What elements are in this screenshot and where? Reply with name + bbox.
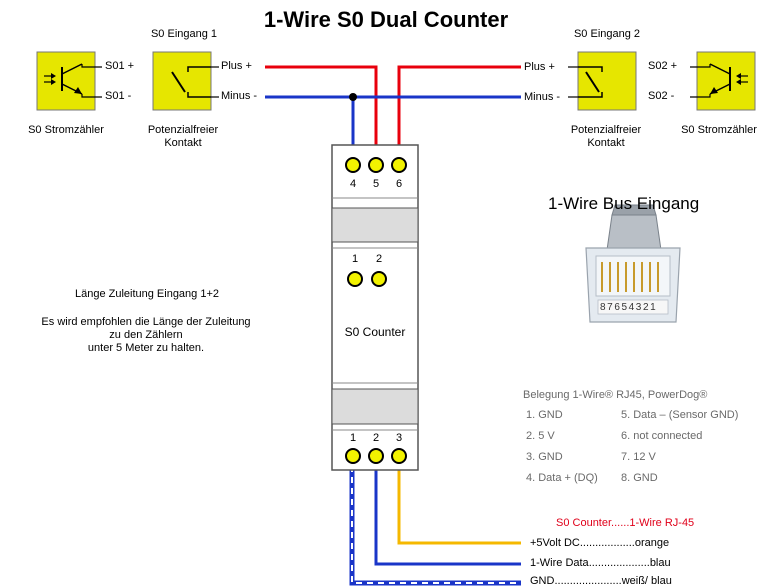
legend-header-right: 1-Wire RJ-45 bbox=[629, 517, 695, 529]
terminal-bottom-3-number: 3 bbox=[395, 432, 403, 444]
legend-row-data-right: blau bbox=[649, 557, 671, 569]
legend-row-gnd-right: weiß/ blau bbox=[621, 575, 672, 587]
pinout-left-1: 1. GND bbox=[526, 409, 563, 421]
s01-minus-label: S01 - bbox=[105, 90, 132, 102]
legend-row-5v: +5Volt DC..................orange bbox=[530, 537, 669, 550]
terminal-bottom-3 bbox=[391, 448, 407, 464]
input1-minus-label: Minus - bbox=[221, 90, 258, 102]
legend-header: S0 Counter......1-Wire RJ-45 bbox=[556, 517, 694, 530]
din-module-bottom-band bbox=[331, 388, 419, 425]
contact-left-label: Potenzialfreier Kontakt bbox=[147, 124, 219, 149]
note-heading: Länge Zuleitung Eingang 1+2 bbox=[74, 288, 220, 300]
s0-meter-left-leads bbox=[81, 64, 102, 98]
legend-header-left: S0 Counter bbox=[556, 517, 612, 529]
legend-row-data-left: 1-Wire Data bbox=[530, 557, 589, 569]
s01-plus-label: S01 + bbox=[105, 60, 135, 72]
terminal-5-number: 5 bbox=[372, 178, 380, 190]
terminal-6-number: 6 bbox=[395, 178, 403, 190]
bus-title: 1-Wire Bus Eingang bbox=[548, 194, 700, 213]
legend-row-data-dots: .................... bbox=[588, 557, 650, 569]
pinout-right-7: 7. 12 V bbox=[621, 451, 656, 463]
input2-plus-label: Plus + bbox=[524, 61, 555, 73]
rj45-plug-icon bbox=[585, 204, 681, 323]
legend-row-gnd-dots: ...................... bbox=[554, 575, 622, 587]
terminal-bottom-1-number: 1 bbox=[349, 432, 357, 444]
terminal-5 bbox=[368, 157, 384, 173]
legend-row-data: 1-Wire Data....................blau bbox=[530, 557, 671, 570]
contact-left-leads bbox=[211, 66, 219, 98]
terminal-6 bbox=[391, 157, 407, 173]
s0-meter-right-leads bbox=[690, 64, 711, 98]
red-wires bbox=[265, 65, 521, 162]
red-wire-input2-plus bbox=[397, 65, 521, 162]
blue-wire-1wire-data bbox=[374, 455, 521, 566]
orange-wire-5v bbox=[397, 455, 521, 545]
terminal-bottom-2-number: 2 bbox=[372, 432, 380, 444]
note-body: Es wird empfohlen die Länge der Zuleitun… bbox=[41, 316, 251, 354]
legend-header-dots: ...... bbox=[611, 517, 630, 529]
s0-meter-right-label: S0 Stromzähler bbox=[681, 124, 757, 136]
contact-left-icon bbox=[152, 51, 212, 111]
terminal-mid-1-number: 1 bbox=[351, 253, 359, 265]
terminal-mid-2-number: 2 bbox=[375, 253, 383, 265]
legend-row-gnd: GND......................weiß/ blau bbox=[530, 575, 672, 587]
pinout-left-2: 2. 5 V bbox=[526, 430, 555, 442]
minus-junction-dot bbox=[349, 93, 357, 101]
pinout-right-6: 6. not connected bbox=[621, 430, 703, 442]
s0-meter-right-icon bbox=[696, 51, 756, 111]
module-label: S0 Counter bbox=[344, 325, 406, 339]
s02-minus-label: S02 - bbox=[648, 90, 675, 102]
legend-row-gnd-left: GND bbox=[530, 575, 555, 587]
legend-row-5v-dots: .................. bbox=[579, 537, 635, 549]
pinout-right-8: 8. GND bbox=[621, 472, 658, 484]
contact-right-leads bbox=[568, 66, 578, 98]
legend-row-5v-right: orange bbox=[634, 537, 670, 549]
input2-minus-label: Minus - bbox=[524, 91, 561, 103]
din-module bbox=[331, 144, 419, 471]
diagram-title: 1-Wire S0 Dual Counter bbox=[263, 7, 509, 32]
contact-right-icon bbox=[577, 51, 637, 111]
s0-meter-left-icon bbox=[36, 51, 96, 111]
terminal-mid-2 bbox=[371, 271, 387, 287]
din-module-top-band bbox=[331, 207, 419, 243]
s0-meter-left-label: S0 Stromzähler bbox=[28, 124, 104, 136]
red-wire-input1-plus bbox=[265, 65, 378, 162]
pinout-heading: Belegung 1-Wire® RJ45, PowerDog® bbox=[523, 389, 708, 401]
terminals-top bbox=[345, 157, 407, 173]
pinout-left-4: 4. Data + (DQ) bbox=[526, 472, 598, 484]
legend-row-5v-left: +5Volt DC bbox=[530, 537, 580, 549]
input2-header: S0 Eingang 2 bbox=[573, 28, 641, 40]
s02-plus-label: S02 + bbox=[648, 60, 678, 72]
terminal-4 bbox=[345, 157, 361, 173]
terminal-mid-1 bbox=[347, 271, 363, 287]
terminals-bottom bbox=[345, 448, 407, 464]
input1-plus-label: Plus + bbox=[221, 60, 252, 72]
gnd-wire-white-blue bbox=[349, 455, 521, 586]
terminals-mid bbox=[347, 271, 387, 287]
input1-header: S0 Eingang 1 bbox=[150, 28, 218, 40]
contact-right-label: Potenzialfreier Kontakt bbox=[570, 124, 642, 149]
terminal-4-number: 4 bbox=[349, 178, 357, 190]
pinout-left-3: 3. GND bbox=[526, 451, 563, 463]
rj45-pin-numbers: 87654321 bbox=[600, 302, 658, 313]
terminal-bottom-2 bbox=[368, 448, 384, 464]
terminal-bottom-1 bbox=[345, 448, 361, 464]
pinout-right-5: 5. Data – (Sensor GND) bbox=[621, 409, 739, 421]
